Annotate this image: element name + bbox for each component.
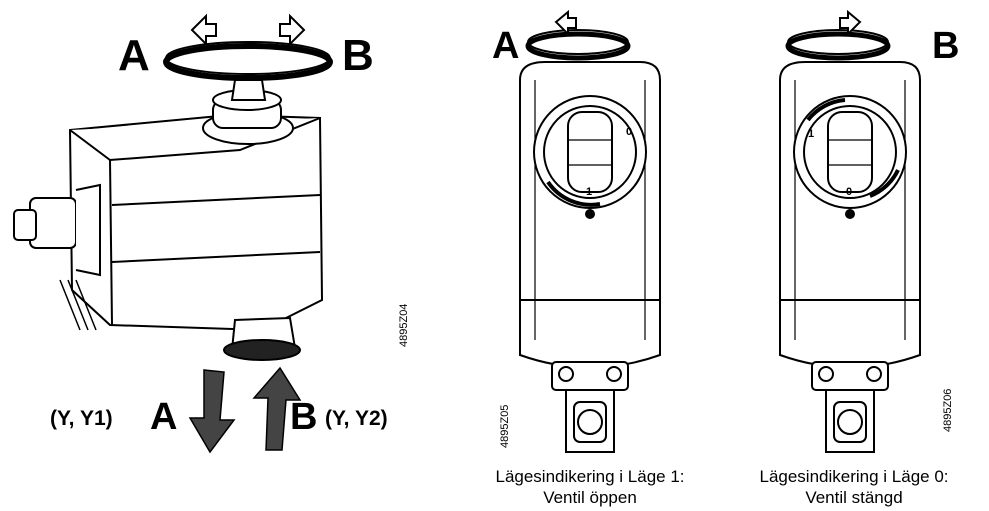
rotation-label-a: A [492,25,520,67]
direction-arrows-icon [188,366,302,454]
rotation-arrow-icon [785,9,891,61]
rotation-arrow-icon [525,9,631,61]
actuator-front-view-icon [779,61,921,453]
direction-label-a: A [150,396,178,438]
figure-code: 4895Z04 [398,303,410,347]
dial-mark-top: 0 [626,126,633,138]
rotation-arrow-icon [163,13,333,81]
dial-mark-bottom: 1 [586,186,593,198]
caption: Lägesindikering i Läge 0: Ventil stängd [720,466,988,509]
caption: Lägesindikering i Läge 1: Ventil öppen [440,466,740,509]
caption-line-1: Lägesindikering i Läge 0: [759,467,949,486]
direction-a-signal: (Y, Y1) [50,407,113,430]
figure-code: 4895Z05 [499,404,511,448]
caption-line-2: Ventil stängd [805,488,903,508]
rotation-label-b: B [932,25,960,67]
rotation-label-a: A [118,31,150,80]
actuator-front-view-icon [519,61,661,453]
caption-line-1: Lägesindikering i Läge 1: [495,467,685,486]
dial-mark-top: 1 [808,128,815,140]
rotation-label-b: B [342,31,374,80]
direction-label-b: B [290,396,318,438]
dial-mark-bottom: 0 [846,186,853,198]
actuator-body-icon [13,79,324,361]
direction-b-signal: (Y, Y2) [325,407,388,430]
figure-code: 4895Z06 [942,388,954,432]
caption-line-2: Ventil öppen [543,488,637,508]
